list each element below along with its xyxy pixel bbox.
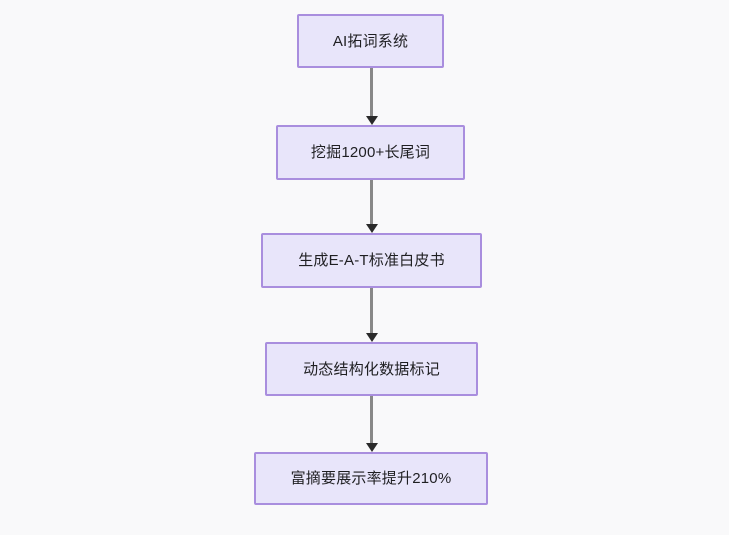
arrow-down-icon xyxy=(365,443,378,452)
flowchart-node-mine-longtail-keywords[interactable]: 挖掘1200+长尾词 xyxy=(276,125,465,180)
flowchart-edge-2 xyxy=(365,180,378,233)
node-label: 动态结构化数据标记 xyxy=(303,360,440,378)
edge-line xyxy=(370,180,373,226)
flowchart-node-ai-keyword-system[interactable]: AI拓词系统 xyxy=(297,14,444,68)
arrow-down-icon xyxy=(365,333,378,342)
flowchart-node-rich-snippet-rate-increase[interactable]: 富摘要展示率提升210% xyxy=(254,452,488,505)
node-label: 生成E-A-T标准白皮书 xyxy=(298,252,445,269)
edge-line xyxy=(370,396,373,445)
edge-line xyxy=(370,288,373,335)
flowchart-edge-1 xyxy=(365,68,378,125)
node-label: 富摘要展示率提升210% xyxy=(290,470,452,487)
edge-line xyxy=(370,68,373,118)
arrow-down-icon xyxy=(365,224,378,233)
flowchart-edge-4 xyxy=(365,396,378,452)
node-label: 挖掘1200+长尾词 xyxy=(310,144,431,161)
node-label: AI拓词系统 xyxy=(332,32,409,50)
flowchart-node-generate-eat-whitepaper[interactable]: 生成E-A-T标准白皮书 xyxy=(261,233,482,288)
flowchart-edge-3 xyxy=(365,288,378,342)
arrow-down-icon xyxy=(365,116,378,125)
flowchart-node-dynamic-structured-data-markup[interactable]: 动态结构化数据标记 xyxy=(265,342,478,396)
